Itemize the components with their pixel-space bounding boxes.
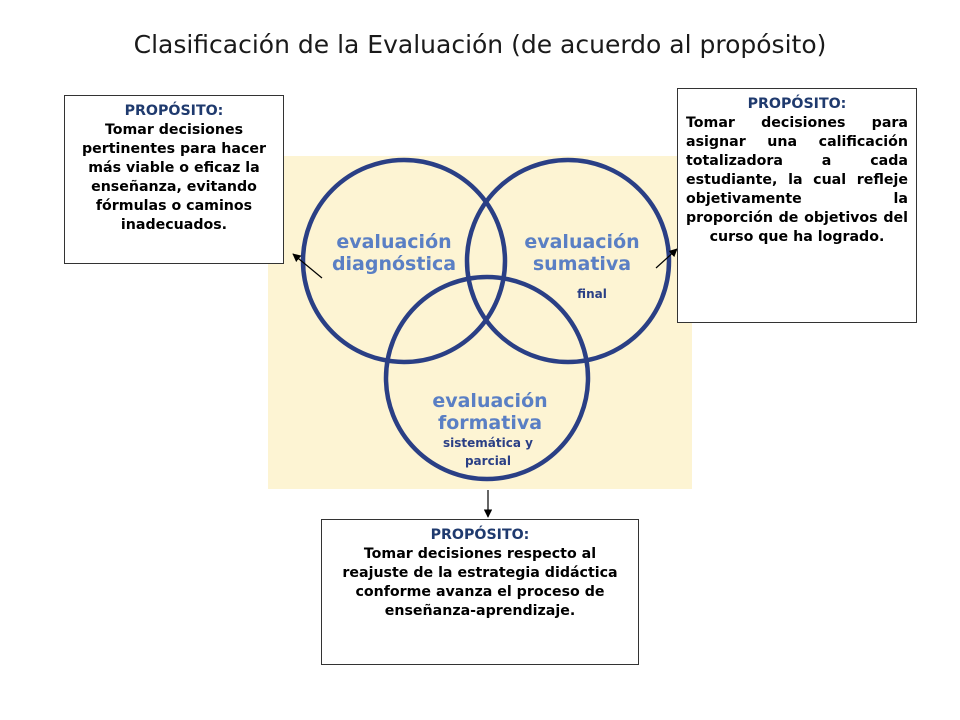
- sumativa-note: final: [577, 287, 607, 301]
- formativa-label-line2: formativa: [438, 412, 542, 434]
- formativa-note-line2: parcial: [465, 454, 511, 468]
- proposito-heading: PROPÓSITO:: [124, 103, 224, 119]
- formativa-note-line1: sistemática y: [443, 436, 533, 450]
- slide-title: Clasificación de la Evaluación (de acuer…: [133, 30, 827, 59]
- proposito-box-diagnostica: PROPÓSITO: Tomar decisiones pertinentes …: [64, 95, 284, 264]
- circle-formativa: [383, 274, 591, 482]
- proposito-heading: PROPÓSITO:: [747, 96, 847, 112]
- sumativa-label-line1: evaluación: [524, 231, 639, 253]
- proposito-box-formativa: PROPÓSITO: Tomar decisiones respecto al …: [321, 519, 639, 665]
- proposito-text: Tomar decisiones respecto al reajuste de…: [342, 546, 618, 619]
- circle-diagnostica: [300, 157, 508, 365]
- sumativa-label-line2: sumativa: [533, 253, 631, 275]
- diagnostica-label-line2: diagnóstica: [332, 253, 456, 275]
- proposito-box-sumativa: PROPÓSITO: Tomar decisiones para asignar…: [677, 88, 917, 323]
- formativa-label-line1: evaluación: [432, 390, 547, 412]
- proposito-text: Tomar decisiones pertinentes para hacer …: [82, 122, 266, 233]
- circle-sumativa: [464, 157, 672, 365]
- proposito-text: Tomar decisiones para asignar una califi…: [686, 115, 908, 245]
- arrow-to-right-box: [655, 248, 678, 269]
- proposito-heading: PROPÓSITO:: [430, 527, 530, 543]
- diagnostica-label-line1: evaluación: [336, 231, 451, 253]
- arrow-to-left-box: [292, 253, 323, 279]
